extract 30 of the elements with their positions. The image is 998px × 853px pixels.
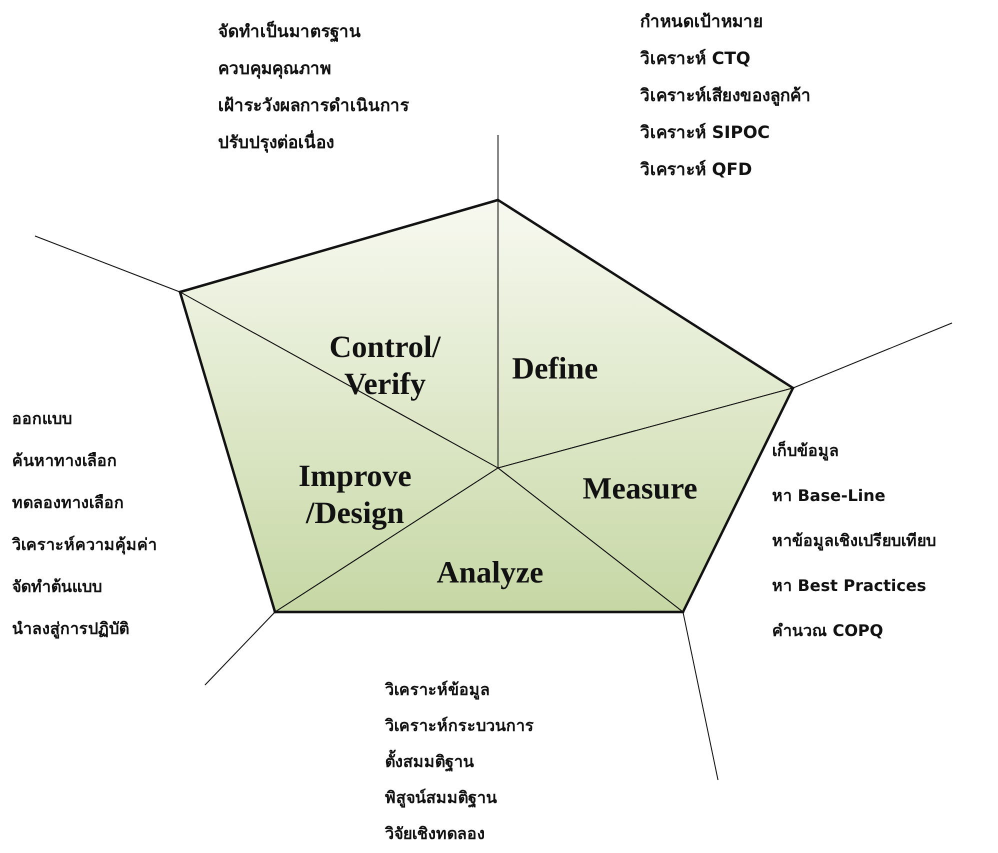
activity-text: คำนวณ COPQ	[772, 620, 884, 642]
activity-text: วิเคราะห์เสียงของลูกค้า	[640, 84, 811, 108]
phase-label: Analyze	[436, 553, 544, 591]
activity-text: นำลงสู่การปฏิบัติ	[12, 618, 130, 641]
activity-text: จัดทำต้นแบบ	[12, 576, 103, 598]
activity-text: ตั้งสมมติฐาน	[385, 744, 534, 780]
phase-label: Define	[510, 349, 600, 387]
activity-text: ออกแบบ	[12, 408, 73, 430]
activity-text: วิจัยเชิงทดลอง	[385, 823, 486, 845]
activity-text: ทดลองทางเลือก	[12, 492, 125, 514]
activity-text: กำหนดเป้าหมาย	[640, 11, 764, 34]
phase-label: Control/ Verify	[328, 328, 442, 402]
activity-text: ค้นหาทางเลือก	[12, 450, 118, 472]
activity-text: วิเคราะห์ CTQ	[640, 48, 752, 71]
activity-text: จัดทำเป็นมาตรฐาน	[218, 20, 362, 44]
activity-text: หา Best Practices	[772, 575, 928, 597]
activity-text: หา Base-Line	[772, 485, 886, 507]
phase-label: Measure	[582, 469, 698, 507]
activity-text: วิเคราะห์กระบวนการ	[385, 715, 534, 737]
activity-text: พิสูจน์สมมติฐาน	[385, 787, 498, 810]
activity-text: วิเคราะห์ SIPOC	[640, 122, 771, 145]
activity-text: เก็บข้อมูล	[772, 440, 840, 463]
activity-text: เฝ้าระวังผลการดำเนินการ	[218, 95, 409, 118]
activity-text: วิเคราะห์ข้อมูล	[385, 679, 491, 702]
activity-text: วิเคราะห์ QFD	[640, 158, 754, 182]
activity-text: ปรับปรุงต่อเนื่อง	[218, 125, 409, 162]
activity-text: วิเคราะห์ความคุ้มค่า	[12, 534, 157, 556]
phase-label: Improve /Design	[297, 456, 413, 532]
activity-text: หาข้อมูลเชิงเปรียบเทียบ	[772, 530, 936, 553]
activity-text: ควบคุมคุณภาพ	[218, 58, 332, 81]
